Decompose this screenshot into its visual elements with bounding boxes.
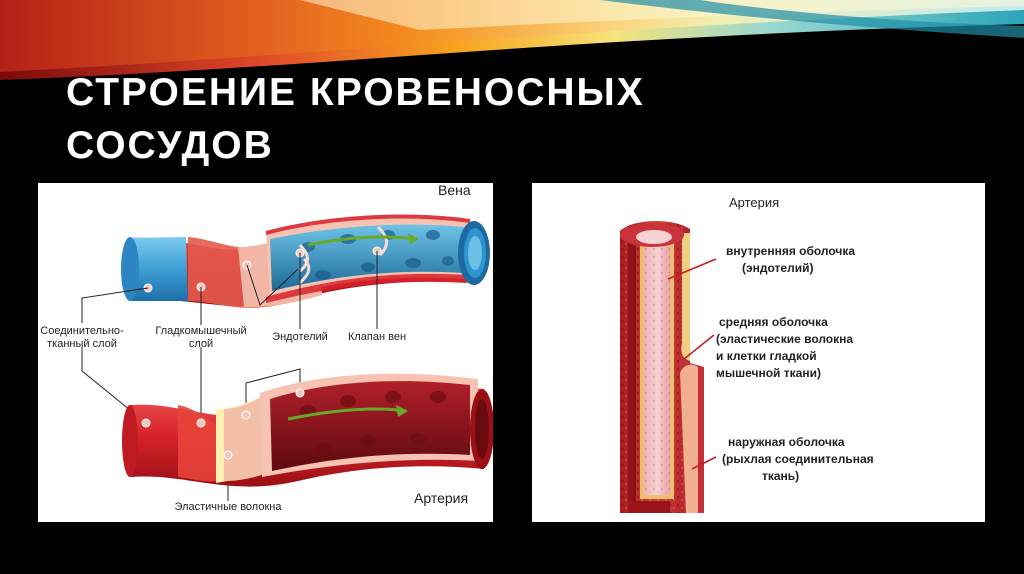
section-labels: внутренняя оболочка (эндотелий) средняя …: [716, 244, 874, 483]
label-smooth-muscle-line-2: слой: [189, 338, 213, 350]
artery-section-drawing: [620, 220, 704, 513]
label-inner-line-2: (эндотелий): [742, 261, 813, 275]
section-pointers: [667, 258, 717, 470]
decorative-banner: [0, 0, 1024, 80]
artery-bottom-title: Артерия: [414, 490, 468, 506]
artery-section-title: Артерия: [729, 195, 779, 210]
label-outer-line-1: наружная оболочка: [728, 435, 845, 449]
label-connective-line-1: Соединительно-: [40, 325, 124, 337]
label-middle-line-2: (эластические волокна: [716, 332, 853, 346]
label-vein-valve: Клапан вен: [348, 331, 406, 343]
artery-section-figure: Артерия внутренняя оболочка (эндотелий) …: [532, 183, 985, 522]
vessels-illustration: Вена Соединительно- тканный слой Гладком…: [40, 183, 493, 513]
artery-drawing: [122, 373, 493, 487]
slide-title-line-1: СТРОЕНИЕ КРОВЕНОСНЫХ: [66, 71, 645, 114]
label-middle-line-4: мышечной ткани): [716, 366, 821, 380]
label-endothelium: Эндотелий: [272, 331, 328, 343]
vein-drawing: [121, 214, 490, 308]
vessel-labels: Соединительно- тканный слой Гладкомышечн…: [40, 325, 406, 513]
slide-title: СТРОЕНИЕ КРОВЕНОСНЫХ СОСУДОВ: [66, 66, 645, 172]
label-middle-line-3: и клетки гладкой: [716, 349, 817, 363]
label-connective-line-2: тканный слой: [47, 338, 117, 350]
label-outer-line-3: ткань): [762, 469, 799, 483]
vein-title: Вена: [438, 183, 471, 198]
vein-artery-figure: Вена Соединительно- тканный слой Гладком…: [38, 183, 493, 522]
label-middle-line-1: средняя оболочка: [719, 315, 828, 329]
slide-title-line-2: СОСУДОВ: [66, 124, 274, 167]
label-smooth-muscle-line-1: Гладкомышечный: [155, 325, 246, 337]
artery-section-illustration: Артерия внутренняя оболочка (эндотелий) …: [620, 195, 874, 513]
label-elastic-fibers: Эластичные волокна: [175, 501, 283, 513]
label-inner-line-1: внутренняя оболочка: [726, 244, 855, 258]
label-outer-line-2: (рыхлая соединительная: [722, 452, 874, 466]
